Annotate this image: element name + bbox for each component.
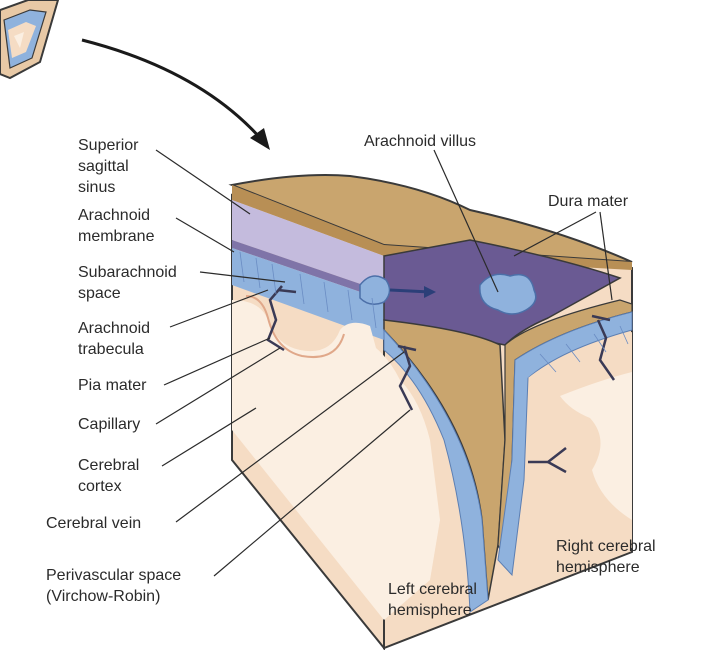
svg-text:Arachnoid: Arachnoid <box>78 207 150 224</box>
label-dura-mater: Dura mater <box>548 193 629 210</box>
superior-sagittal-sinus-band <box>232 200 384 292</box>
label-pia-mater: Pia mater <box>78 377 147 394</box>
label-arachnoid-trabecula: Arachnoid trabecula <box>78 320 150 358</box>
svg-text:hemisphere: hemisphere <box>388 602 472 619</box>
svg-text:sagittal: sagittal <box>78 158 129 175</box>
label-arachnoid-membrane: Arachnoid membrane <box>78 207 155 245</box>
label-right-cerebral-hemisphere: Right cerebral hemisphere <box>556 538 656 576</box>
leader-lines <box>155 149 613 577</box>
label-left-cerebral-hemisphere: Left cerebral hemisphere <box>388 581 477 619</box>
label-cerebral-cortex: Cerebral cortex <box>78 457 139 495</box>
label-arachnoid-villus: Arachnoid villus <box>364 133 476 150</box>
svg-text:Subarachnoid: Subarachnoid <box>78 264 177 281</box>
svg-text:Left cerebral: Left cerebral <box>388 581 477 598</box>
svg-text:Cerebral: Cerebral <box>78 457 139 474</box>
svg-text:sinus: sinus <box>78 179 115 196</box>
white-matter-left <box>232 300 440 620</box>
label-perivascular-space: Perivascular space (Virchow-Robin) <box>46 567 181 605</box>
inset-brain-thumbnail <box>0 0 60 80</box>
label-superior-sagittal-sinus: Superior sagittal sinus <box>78 137 139 196</box>
dura-mater-top <box>228 174 633 263</box>
svg-text:trabecula: trabecula <box>78 341 144 358</box>
svg-text:cortex: cortex <box>78 478 122 495</box>
brain-slab <box>228 174 633 650</box>
arachnoid-villus-shape <box>479 273 537 315</box>
label-subarachnoid-space: Subarachnoid space <box>78 264 177 302</box>
curved-arrow-icon <box>81 38 270 150</box>
subarachnoid-layer-left <box>232 248 384 340</box>
label-cerebral-vein: Cerebral vein <box>46 515 141 532</box>
svg-text:Arachnoid: Arachnoid <box>78 320 150 337</box>
svg-text:Superior: Superior <box>78 137 139 154</box>
svg-text:hemisphere: hemisphere <box>556 559 640 576</box>
svg-text:(Virchow-Robin): (Virchow-Robin) <box>46 588 160 605</box>
svg-text:membrane: membrane <box>78 228 155 245</box>
svg-text:space: space <box>78 285 121 302</box>
svg-text:Perivascular space: Perivascular space <box>46 567 181 584</box>
vessels <box>266 285 616 474</box>
label-capillary: Capillary <box>78 416 140 433</box>
svg-text:Right cerebral: Right cerebral <box>556 538 656 555</box>
